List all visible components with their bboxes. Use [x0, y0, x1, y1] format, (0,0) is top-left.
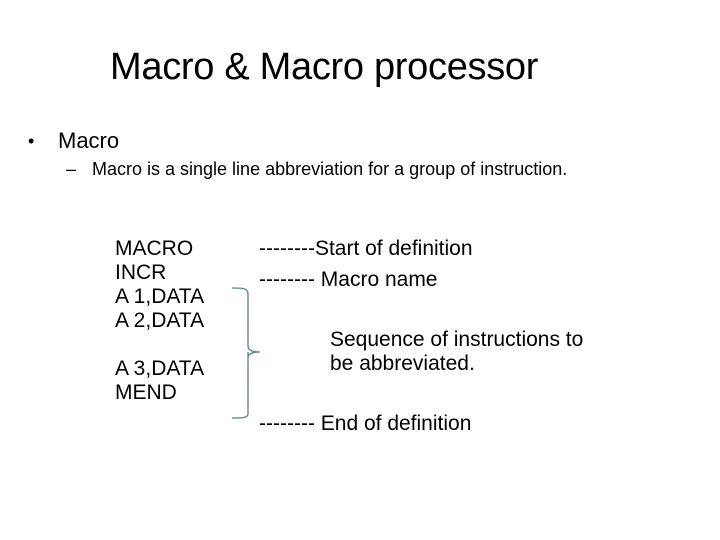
dash-icon: –: [66, 159, 77, 179]
code-line-mend: MEND: [115, 381, 177, 404]
annotation-sequence-line2: be abbreviated.: [330, 352, 475, 375]
annotation-sequence-line1: Sequence of instructions to: [330, 328, 584, 351]
bullet-dot-icon: •: [28, 131, 35, 151]
right-brace-icon: [231, 287, 261, 419]
code-line-a1: A 1,DATA: [115, 285, 205, 308]
annotation-end: -------- End of definition: [259, 412, 472, 435]
code-line-macro: MACRO: [115, 237, 194, 260]
bullet-text: Macro: [58, 128, 120, 153]
slide-title: Macro & Macro processor: [110, 46, 539, 88]
code-line-a3: A 3,DATA: [115, 357, 205, 380]
annotation-start: --------Start of definition: [259, 237, 473, 260]
code-line-a2: A 2,DATA: [115, 309, 205, 332]
code-gap: [115, 333, 204, 357]
macro-code-listing: MACRO INCR A 1,DATA A 2,DATA A 3,DATA ME…: [115, 237, 204, 405]
code-line-incr: INCR: [115, 261, 167, 284]
bullet-macro: • Macro: [28, 128, 119, 154]
annotation-macro-name: -------- Macro name: [259, 268, 438, 291]
sub-bullet-definition: –Macro is a single line abbreviation for…: [66, 158, 567, 180]
sub-bullet-text: Macro is a single line abbreviation for …: [92, 159, 568, 179]
